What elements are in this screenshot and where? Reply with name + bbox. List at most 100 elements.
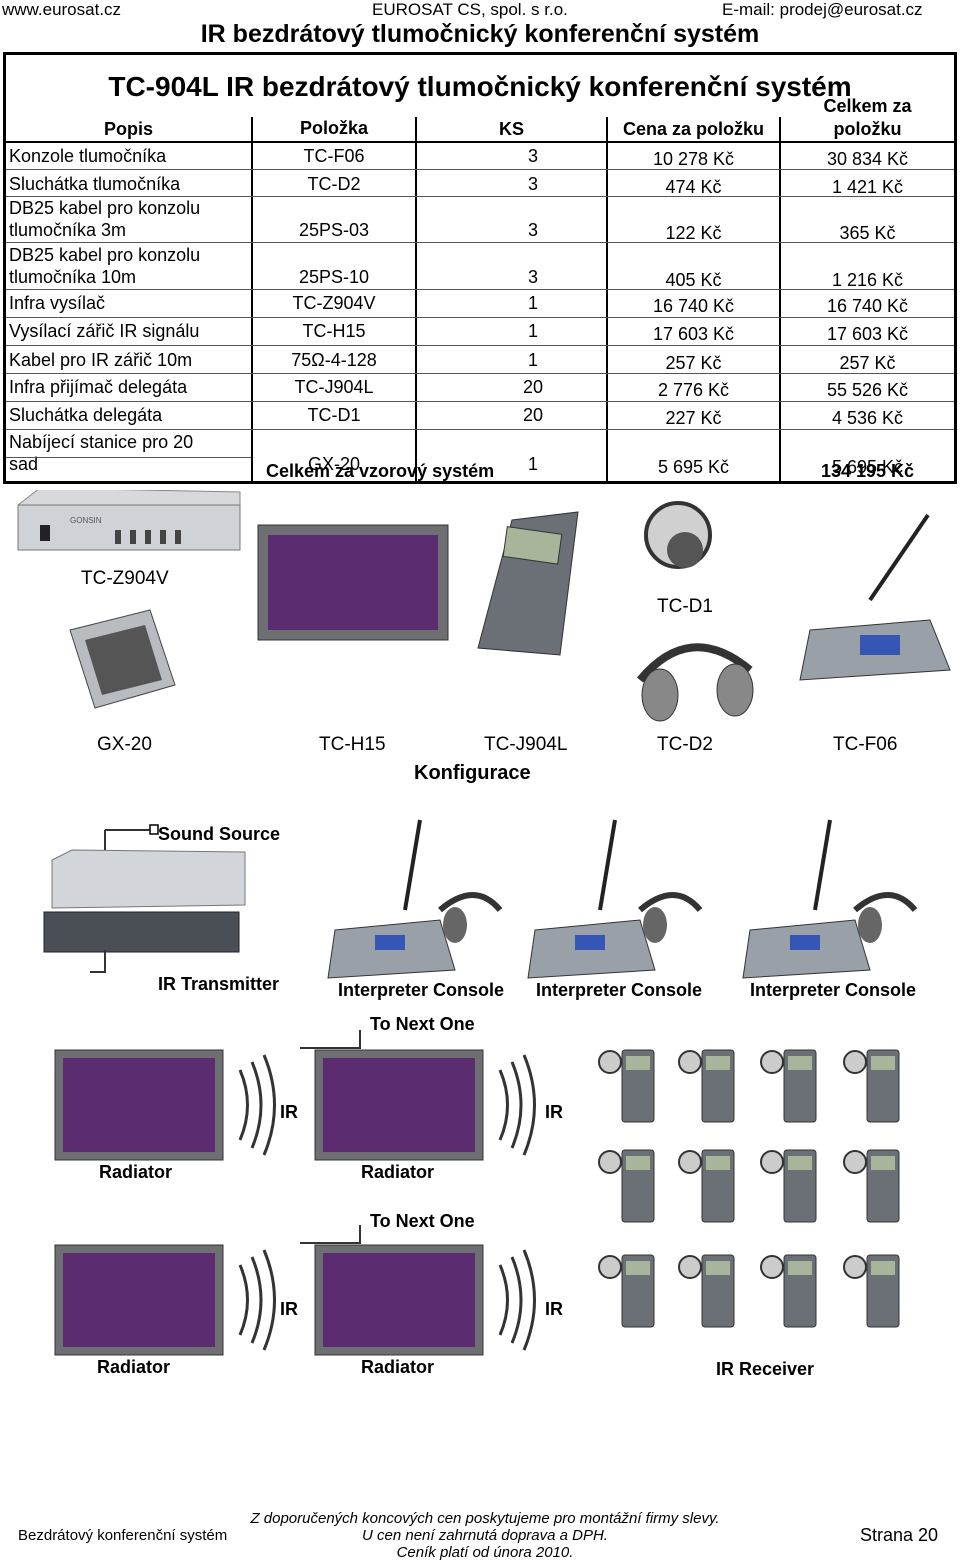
cell-cena: 405 Kč [665,270,722,290]
cell-popis: Konzole tlumočníka [9,146,167,166]
label-tcf06: TC-F06 [833,734,898,755]
ir-receiver-device [678,1149,735,1223]
header-email[interactable]: E-mail: prodej@eurosat.cz [722,0,923,19]
label-tcj904l: TC-J904L [484,734,568,755]
cell-ks: 3 [527,174,538,194]
footer-note-3: Ceník platí od února 2010. [396,1544,574,1561]
radiator-4 [314,1244,536,1356]
headphones-photo [636,643,754,722]
ir-receiver-grid [598,1049,900,1328]
svg-text:GONSIN: GONSIN [70,516,102,525]
page-number: Strana 20 [860,1525,939,1545]
page-header: www.eurosat.cz EUROSAT CS, spol. s r.o. … [0,0,960,20]
radiator-label-4: Radiator [361,1357,434,1377]
cell-cena: 227 Kč [665,408,722,428]
configuration-diagram: Sound Source IR Transmitter Interpreter … [43,819,918,1379]
cell-celkem: 1 216 Kč [831,270,904,290]
cell-ks: 20 [522,405,544,425]
cell-celkem: 5 695 Kč [831,457,904,477]
label-tch15: TC-H15 [319,734,386,755]
interpreter-console-2 [527,819,703,979]
cell-ks: 3 [527,267,538,287]
cell-cena: 5 695 Kč [657,457,730,477]
cell-popis-line2: sad [9,454,39,474]
header-website[interactable]: www.eurosat.cz [2,0,122,19]
cell-celkem: 55 526 Kč [826,380,909,400]
cell-celkem: 365 Kč [839,223,896,243]
radiator-label-2: Radiator [361,1162,434,1182]
cell-popis: Nabíjecí stanice pro 20 [9,432,194,452]
interpreter-console-label-3: Interpreter Console [750,980,916,1000]
ir-receiver-device [843,1049,900,1123]
cell-ks: 1 [527,321,538,341]
ir-transmitter-label: IR Transmitter [158,974,279,994]
product-photos: GONSIN [17,490,951,722]
cell-popis: DB25 kabel pro konzolu [9,198,201,218]
config-heading: Konfigurace [414,762,531,784]
cell-celkem: 257 Kč [839,353,896,373]
cell-polozka: 25PS-03 [298,220,370,240]
interpreter-console-1 [327,819,503,979]
interpreter-console-3 [742,819,918,979]
cell-celkem: 16 740 Kč [826,296,909,316]
table-title: TC-904L IR bezdrátový tlumočnický konfer… [108,71,852,102]
ir-receiver-device [760,1149,817,1223]
cell-cena: 474 Kč [665,177,722,197]
cell-popis: Infra vysílač [9,293,106,313]
cell-polozka: 75Ω-4-128 [291,350,377,370]
cell-ks: 3 [527,220,538,240]
cell-celkem: 1 421 Kč [831,177,904,197]
ir-label-3: IR [280,1299,298,1319]
ir-label-1: IR [280,1102,298,1122]
radiator-3 [54,1244,276,1356]
cell-cena: 10 278 Kč [652,149,735,169]
price-table: TC-904L IR bezdrátový tlumočnický konfer… [3,52,957,484]
cell-celkem: 4 536 Kč [831,408,904,428]
cell-ks: 3 [527,146,538,166]
transmitter-photo: GONSIN [17,490,241,551]
footer-left: Bezdrátový konferenční systém [18,1527,228,1544]
cell-popis: Sluchátka delegáta [9,405,163,425]
ir-transmitter-device [43,849,246,973]
cell-cena: 2 776 Kč [657,380,730,400]
to-next-one-label-2: To Next One [370,1211,475,1231]
cell-popis: Vysílací zářič IR signálu [9,321,200,341]
cell-polozka: 25PS-10 [298,267,370,287]
ir-receiver-device [598,1254,655,1328]
cell-ks: 1 [527,293,538,313]
radiator-1 [54,1049,276,1161]
charger-case-photo [69,609,176,709]
ir-receiver-device [678,1049,735,1123]
header-company: EUROSAT CS, spol. s r.o. [372,0,568,19]
sound-source-label: Sound Source [158,824,280,844]
cell-polozka: TC-J904L [294,377,374,397]
col-header-polozka: Položka [299,118,369,138]
col-header-cena: Cena za položku [622,119,765,139]
cell-polozka: TC-D2 [307,174,361,194]
ir-receiver-label: IR Receiver [716,1359,814,1379]
ir-label-4: IR [545,1299,563,1319]
cell-cena: 17 603 Kč [652,324,735,344]
cell-popis: Sluchátka tlumočníka [9,174,181,194]
col-header-celkem-2: položku [833,119,902,139]
total-value: 134 195 Kč [820,461,915,481]
receiver-photo [477,511,579,656]
cell-ks: 1 [527,454,538,474]
earphone-photo [644,501,712,569]
label-tcz904v: TC-Z904V [81,568,169,589]
ir-receiver-device [843,1149,900,1223]
ir-label-2: IR [545,1102,563,1122]
footer-note-2: U cen není zahrnutá doprava a DPH. [362,1527,608,1544]
ir-receiver-device [678,1254,735,1328]
cell-cena: 122 Kč [665,223,722,243]
cell-popis-line2: tlumočníka 3m [9,220,127,240]
console-photo [799,513,951,681]
cell-polozka: TC-H15 [302,321,366,341]
cell-polozka: GX-20 [307,454,361,474]
radiator-label-3: Radiator [97,1357,170,1377]
cell-popis: Kabel pro IR zářič 10m [9,350,193,370]
cell-ks: 20 [522,377,544,397]
cell-celkem: 17 603 Kč [826,324,909,344]
cell-popis: DB25 kabel pro konzolu [9,245,201,265]
label-tcd2: TC-D2 [657,734,713,755]
